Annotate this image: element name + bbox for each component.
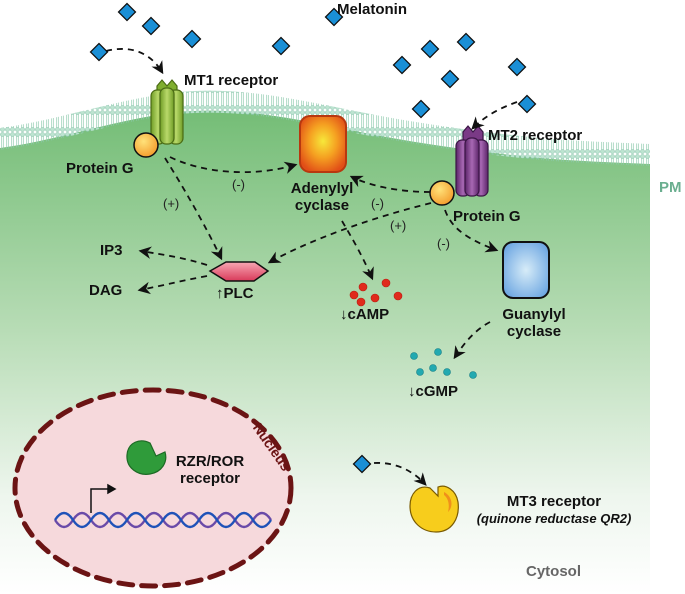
protein-g-left-label: Protein G: [66, 160, 134, 177]
melatonin-molecule: [271, 36, 291, 56]
cgmp-molecule: [429, 364, 437, 372]
cgmp-molecule: [469, 371, 477, 379]
melatonin-molecule: [517, 94, 537, 114]
arrow-g2-to-gc: [444, 209, 499, 253]
arrow-melatonin-to-mt3: [373, 462, 427, 486]
adenylyl-cyclase-label-line2: cyclase: [294, 197, 350, 214]
sign-mt2-to-plc: (+): [390, 218, 407, 233]
guanylyl-cyclase-label: Guanylyl cyclase: [486, 306, 582, 340]
mt1-receptor-icon: [150, 79, 184, 145]
melatonin-label: Melatonin: [337, 1, 407, 18]
mt3-label-line1: MT3 receptor: [506, 493, 602, 510]
melatonin-molecule: [411, 99, 431, 119]
arrow-g1-to-plc: [164, 157, 223, 261]
cgmp-molecule: [434, 348, 442, 356]
camp-molecule: [381, 278, 391, 288]
guanylyl-cyclase-label-line2: cyclase: [506, 323, 562, 340]
camp-molecule: [358, 282, 368, 292]
adenylyl-cyclase-label-line1: Adenylyl: [290, 180, 354, 197]
camp-label: ↓cAMP: [340, 306, 390, 323]
guanylyl-cyclase-label-line1: Guanylyl: [502, 306, 566, 323]
ip3-label: IP3: [100, 242, 123, 259]
arrow-plc-to-ip3: [138, 246, 208, 266]
plasma-membrane-label: PM: [659, 179, 682, 196]
adenylyl-cyclase-label: Adenylyl cyclase: [276, 180, 368, 214]
arrow-g1-to-ac: [169, 156, 298, 174]
mt1-receptor-label: MT1 receptor: [184, 72, 279, 89]
cgmp-molecule: [443, 368, 451, 376]
rzr-ror-receptor-label: RZR/ROR receptor: [168, 453, 252, 487]
transcription-start-icon: [90, 483, 117, 513]
protein-g-left-icon: [133, 132, 159, 158]
melatonin-molecule: [456, 32, 476, 52]
sign-mt1-to-ac: (-): [232, 177, 245, 192]
cytosol-label: Cytosol: [526, 563, 582, 580]
adenylyl-cyclase-icon: [299, 115, 347, 173]
arrow-plc-to-dag: [137, 275, 208, 295]
camp-molecule: [393, 291, 403, 301]
plc-icon: [208, 261, 270, 282]
melatonin-molecule: [420, 39, 440, 59]
arrow-g2-to-plc: [267, 202, 432, 264]
arrow-gc-to-cgmp: [453, 321, 491, 360]
camp-molecule: [356, 297, 366, 307]
melatonin-molecule: [117, 2, 137, 22]
melatonin-molecule: [89, 42, 109, 62]
melatonin-molecule: [507, 57, 527, 77]
nucleus-envelope: [12, 387, 294, 589]
sign-mt2-to-gc: (-): [437, 236, 450, 251]
pathway-arrows: [105, 48, 518, 486]
rzr-ror-label-line1: RZR/ROR: [175, 453, 245, 470]
camp-molecule: [349, 290, 359, 300]
cgmp-molecule: [410, 352, 418, 360]
sign-mt2-to-ac: (-): [371, 196, 384, 211]
protein-g-right-icon: [429, 180, 455, 206]
melatonin-molecule: [352, 454, 372, 474]
melatonin-molecules: [89, 2, 537, 474]
protein-g-right-label: Protein G: [453, 208, 521, 225]
mt3-receptor-label: MT3 receptor (quinone reductase QR2): [464, 493, 644, 527]
arrow-melatonin-to-mt2: [471, 101, 518, 130]
arrow-melatonin-to-mt1: [105, 48, 164, 75]
guanylyl-cyclase-icon: [502, 241, 550, 299]
mt2-receptor-icon: [455, 125, 489, 197]
melatonin-molecule: [324, 7, 344, 27]
plc-label: ↑PLC: [216, 285, 254, 302]
sign-mt1-to-plc: (+): [163, 196, 180, 211]
cgmp-molecule: [416, 368, 424, 376]
arrow-ac-to-camp: [341, 220, 374, 281]
melatonin-molecule: [182, 29, 202, 49]
mt3-receptor-icon: [409, 485, 459, 533]
dna-helix-icon: [53, 511, 273, 529]
melatonin-molecule: [440, 69, 460, 89]
rzr-ror-receptor-icon: [126, 440, 167, 475]
cgmp-label: ↓cGMP: [408, 383, 459, 400]
camp-molecule: [370, 293, 380, 303]
dag-label: DAG: [89, 282, 123, 299]
melatonin-molecule: [141, 16, 161, 36]
camp-molecules: [349, 278, 403, 307]
mt3-label-line2: (quinone reductase QR2): [476, 511, 632, 526]
melatonin-molecule: [392, 55, 412, 75]
rzr-ror-label-line2: receptor: [179, 470, 241, 487]
mt2-receptor-label: MT2 receptor: [488, 127, 583, 144]
cgmp-molecules: [410, 348, 477, 379]
